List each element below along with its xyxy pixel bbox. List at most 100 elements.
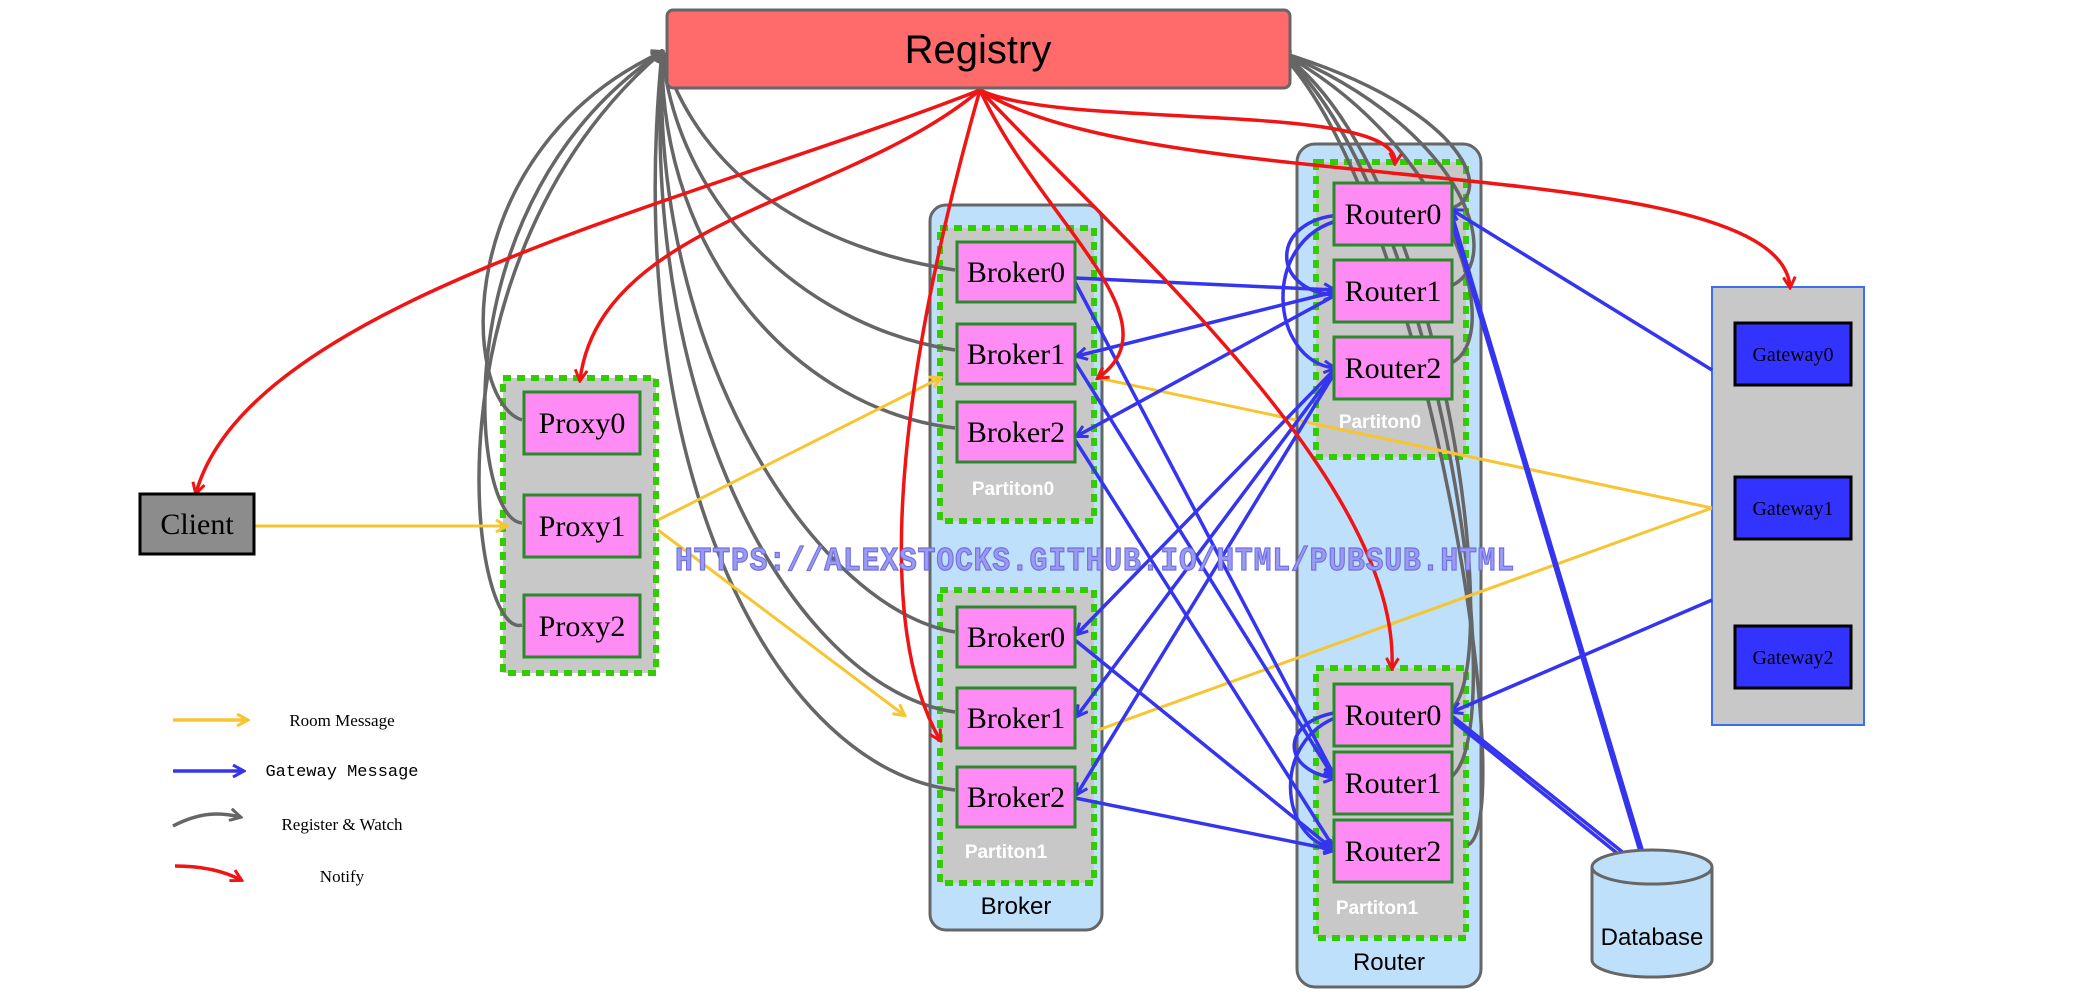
gateway-edge [1074,796,1334,850]
notify-edge [899,89,982,740]
router-label: Router1 [1345,275,1442,308]
notify-edge [978,89,1125,378]
watch-edge [660,52,956,714]
room-edge [1097,506,1713,732]
gateway-edge [1077,294,1335,436]
notify-edge [979,88,1790,287]
watch-edge [1280,52,1476,782]
proxy-label: Proxy0 [539,407,626,440]
router-node [1332,818,1454,884]
legend: Room Message Gateway Message Register & … [172,711,419,886]
watch-edge [481,52,662,422]
gateway-edge [1077,373,1336,794]
gateway-edge [1288,714,1341,848]
legend-notify-label: Notify [320,867,365,886]
gateway-edge [1073,638,1334,850]
broker-label: Broker1 [967,702,1065,735]
gateway-node [1733,475,1853,541]
database-label: Database [1601,924,1704,951]
gateway-edge [1073,361,1334,778]
notify-edges [196,88,1790,740]
gateway-edge [1077,368,1336,634]
broker-label: Broker1 [967,338,1065,371]
gateway-node [1733,624,1853,690]
router-label: Router0 [1345,198,1442,231]
broker-node [955,686,1077,750]
gateway-nodes: Gateway0 Gateway1 Gateway2 [1733,321,1853,690]
room-edge [657,378,940,522]
legend-gateway-label: Gateway Message [265,763,418,782]
legend-room-label: Room Message [289,711,394,730]
broker-node [955,400,1077,464]
gateway-edge [1450,714,1640,866]
broker-partition-1-label: Partiton1 [965,842,1048,863]
proxy-label: Proxy2 [539,610,626,643]
broker-label: Broker0 [967,256,1065,289]
router-node [1332,181,1454,247]
router-label: Router2 [1345,835,1442,868]
database-top [1590,848,1714,886]
legend-watch-arrow [172,814,240,828]
watch-edge [1280,52,1485,847]
notify-edge [196,88,981,493]
watch-edge [661,52,956,634]
gateway-node [1733,321,1853,387]
gateway-edge [1281,218,1341,368]
gateway-label: Gateway0 [1752,344,1833,366]
broker-partition-0-label: Partiton0 [972,479,1054,500]
proxy-node [522,390,642,456]
router-nodes: Router0 Router1 Router2 Router0 Router1 … [1332,181,1454,884]
watch-edge [662,52,956,430]
proxy-nodes: Proxy0 Proxy1 Proxy2 [522,390,642,659]
router-node [1332,682,1454,748]
gateway-edge [1292,710,1341,778]
router-group-label: Router [1353,949,1425,976]
router-node [1332,750,1454,816]
database-cylinder: Database [1590,848,1714,979]
legend-watch-label: Register & Watch [281,815,403,834]
gateway-label: Gateway1 [1752,498,1833,520]
register-watch-edges [477,52,1485,847]
broker-node [955,240,1077,304]
watch-edge [662,52,956,352]
notify-edge [979,88,1395,163]
gateway-label: Gateway2 [1752,647,1833,669]
gateway-edge [1450,221,1645,868]
watch-edge [1280,52,1474,367]
broker-group-label: Broker [981,893,1052,920]
broker-label: Broker0 [967,621,1065,654]
router-partition-0-label: Partiton0 [1339,412,1421,433]
broker-nodes: Broker0 Broker1 Broker2 Broker0 Broker1 … [955,240,1077,829]
router-label: Router2 [1345,352,1442,385]
gateway-edge [1450,214,1647,866]
notify-edge [580,88,982,380]
gateway-edge [1452,210,1713,372]
gateway-edge [1285,213,1341,295]
room-edge [657,528,904,715]
broker-node [955,765,1077,829]
watch-edge [653,52,956,792]
watch-edge [477,52,662,627]
client-label: Client [160,508,234,541]
broker-label: Broker2 [967,781,1065,814]
proxy-node [522,493,642,559]
room-message-edges [255,378,1713,732]
broker-label: Broker2 [967,416,1065,449]
proxy-node [522,593,642,659]
broker-node [955,322,1077,386]
database-body [1590,867,1714,979]
router-node [1332,258,1454,324]
broker-node [955,605,1077,669]
router-label: Router1 [1345,767,1442,800]
router-node [1332,335,1454,401]
watch-edge [483,52,662,525]
client-box [138,492,256,556]
registry-box [665,8,1292,90]
legend-notify-arrow [174,864,241,880]
router-label: Router0 [1345,699,1442,732]
watch-edge [1280,52,1473,714]
gateway-edge [1450,718,1638,870]
proxy-label: Proxy1 [539,510,626,543]
registry-label: Registry [905,28,1052,72]
